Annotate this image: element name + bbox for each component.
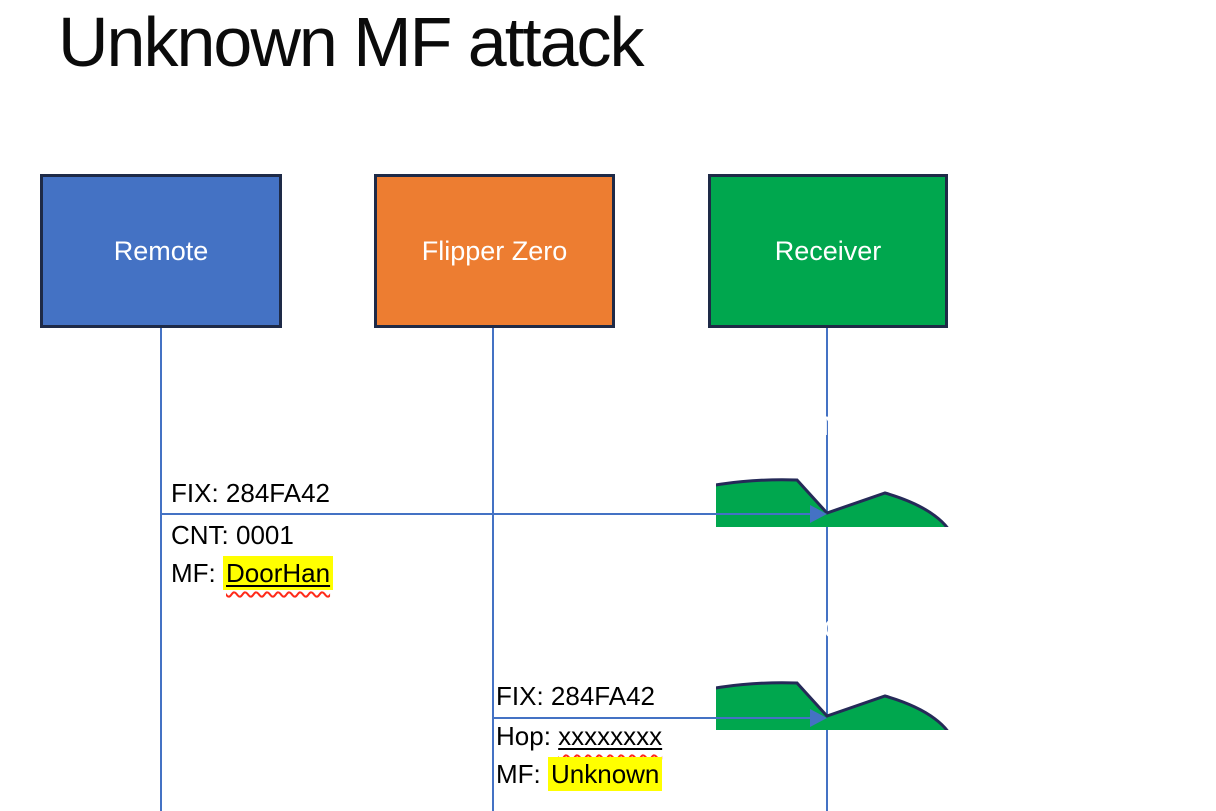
mf-value-highlight: Unknown: [548, 757, 663, 791]
actor-box-remote: Remote: [40, 174, 282, 328]
mf-value-highlight: DoorHan: [223, 556, 334, 590]
message-2-fix-label: FIX: 284FA42: [496, 681, 655, 711]
message-1-mf-label: MF: DoorHan: [171, 556, 334, 590]
message-2-mf-label: MF: Unknown: [496, 757, 663, 791]
spellcheck-underline: xxxxxxxx: [558, 721, 662, 751]
lifeline-flipper-zero: [492, 328, 494, 811]
actor-label-receiver: Receiver: [774, 235, 882, 266]
actor-box-flipper-zero: Flipper Zero: [374, 174, 615, 328]
mf-prefix: MF:: [171, 558, 223, 588]
page-title: Unknown MF attack: [58, 3, 645, 81]
message-arrow-2-line: [493, 717, 812, 719]
hop-prefix: Hop:: [496, 721, 559, 751]
lifeline-receiver: [826, 328, 828, 811]
callout-1-line-2: CNT 0001 good: [802, 411, 994, 441]
callout-1-text: FIX good CNT 0001 good “Opened”: [726, 366, 1070, 486]
mf-prefix: MF:: [496, 759, 548, 789]
speech-bubble-shape: [716, 478, 949, 527]
callout-1-line-1: FIX good: [843, 371, 953, 401]
callout-bubble-1: [716, 478, 949, 527]
arrowhead-right-icon: [810, 505, 827, 523]
actor-label-remote: Remote: [113, 235, 209, 266]
message-1-cnt-label: CNT: 0001: [171, 520, 294, 550]
callout-2-text: FIX good CNT is ???? “Opened”: [726, 569, 1070, 689]
message-1-fix-label: FIX: 284FA42: [171, 478, 330, 508]
lifeline-remote: [160, 328, 162, 811]
message-arrow-1-line: [161, 513, 812, 515]
callout-2-line-1: FIX good: [843, 574, 953, 604]
callout-1-line-3: “Opened”: [840, 451, 956, 481]
speech-bubble-shape: [716, 681, 949, 730]
message-2-hop-label: Hop: xxxxxxxx: [496, 721, 662, 752]
actor-label-flipper-zero: Flipper Zero: [421, 235, 568, 266]
spellcheck-underline: DoorHan: [223, 556, 334, 590]
callout-2-line-2: CNT is ????: [823, 614, 973, 644]
actor-box-receiver: Receiver: [708, 174, 948, 328]
hop-value: xxxxxxxx: [558, 721, 663, 751]
arrowhead-right-icon: [810, 709, 827, 727]
callout-2-line-3: “Opened”: [840, 654, 956, 684]
